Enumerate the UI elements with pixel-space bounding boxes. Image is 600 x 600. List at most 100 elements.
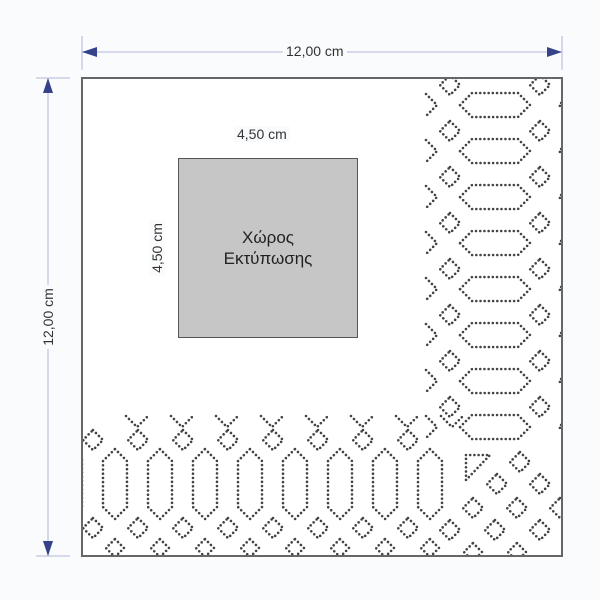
dotted-diamond	[528, 165, 552, 189]
dotted-chevron	[557, 331, 561, 339]
dotted-hexagon	[281, 447, 309, 521]
dotted-diamond	[528, 257, 552, 281]
dotted-diamond	[261, 428, 285, 452]
dotted-diamond	[462, 541, 484, 555]
dotted-hexagon	[101, 447, 129, 521]
dotted-diamond	[396, 516, 420, 540]
print-height-label: 4,50 cm	[149, 220, 165, 276]
dotted-chevron	[169, 414, 195, 429]
dotted-diamond	[528, 395, 552, 419]
dotted-chevron	[557, 101, 561, 109]
dotted-diamond	[461, 496, 485, 520]
print-area-label-line2: Εκτύπωσης	[223, 249, 313, 268]
dotted-diamond	[126, 428, 150, 452]
dotted-diamond	[438, 395, 462, 419]
dotted-chevron	[424, 322, 439, 348]
outer-height-label: 12,00 cm	[40, 285, 56, 349]
dotted-chevron	[557, 423, 561, 431]
dotted-chevron	[557, 377, 561, 385]
dotted-diamond	[438, 518, 462, 542]
dotted-diamond	[548, 496, 561, 520]
print-width-label: 4,50 cm	[234, 126, 290, 142]
dotted-diamond	[261, 516, 285, 540]
dotted-hexagon	[191, 447, 219, 521]
dotted-diamond	[438, 165, 462, 189]
dotted-diamond	[505, 496, 529, 520]
dotted-diamond	[528, 79, 552, 97]
dotted-chevron	[424, 368, 439, 394]
dotted-chevron	[557, 285, 561, 293]
dotted-hexagon	[458, 229, 532, 257]
dotted-diamond	[149, 537, 171, 555]
dotted-chevron	[424, 230, 439, 256]
dotted-hexagon	[458, 321, 532, 349]
dotted-diamond	[438, 79, 462, 97]
dotted-diamond	[528, 518, 552, 542]
dotted-diamond	[351, 516, 375, 540]
dotted-diamond	[171, 428, 195, 452]
dotted-diamond	[216, 428, 240, 452]
print-area-label-line1: Χώρος	[242, 228, 294, 247]
dotted-diamond	[104, 537, 126, 555]
dotted-diamond	[528, 349, 552, 373]
dotted-chevron	[557, 239, 561, 247]
dotted-diamond	[126, 516, 150, 540]
dotted-diamond	[438, 303, 462, 327]
dotted-hexagon	[458, 91, 532, 119]
dotted-hexagon	[326, 447, 354, 521]
dotted-hexagon	[371, 447, 399, 521]
dotted-diamond	[528, 472, 552, 496]
dotted-chevron	[394, 414, 420, 429]
dotted-diamond	[351, 428, 375, 452]
dotted-chevron	[557, 147, 561, 155]
dotted-diamond	[329, 537, 351, 555]
dotted-diamond	[194, 537, 216, 555]
dotted-diamond	[396, 428, 420, 452]
dotted-hexagon	[146, 447, 174, 521]
dotted-diamond	[528, 303, 552, 327]
dotted-diamond	[528, 211, 552, 235]
dotted-hexagon	[458, 413, 532, 441]
dotted-diamond	[216, 516, 240, 540]
dotted-hexagon	[458, 183, 532, 211]
dotted-diamond	[528, 119, 552, 143]
dotted-chevron	[439, 414, 465, 429]
dotted-hexagon	[416, 447, 444, 521]
dotted-diamond	[306, 516, 330, 540]
dotted-diamond	[438, 211, 462, 235]
dotted-diamond	[171, 516, 195, 540]
dotted-diamond	[485, 472, 509, 496]
dotted-chevron	[424, 414, 439, 440]
print-area: Χώρος Εκτύπωσης	[178, 158, 358, 338]
dotted-chevron	[424, 184, 439, 210]
outer-width-label: 12,00 cm	[283, 43, 347, 59]
dotted-chevron	[124, 414, 150, 429]
dotted-hexagon	[236, 447, 264, 521]
dotted-chevron	[424, 138, 439, 164]
dotted-hexagon	[458, 275, 532, 303]
dotted-diamond	[438, 119, 462, 143]
dotted-diamond	[419, 537, 441, 555]
dotted-diamond	[508, 450, 532, 474]
dotted-chevron	[557, 193, 561, 201]
dotted-chevron	[349, 414, 375, 429]
dotted-pattern	[83, 79, 561, 555]
dotted-diamond	[306, 428, 330, 452]
dotted-diamond	[438, 257, 462, 281]
dotted-diamond	[83, 516, 105, 540]
dotted-diamond	[483, 518, 507, 542]
dotted-chevron	[259, 414, 285, 429]
dotted-chevron	[424, 92, 439, 118]
dotted-diamond	[438, 349, 462, 373]
dotted-chevron	[304, 414, 330, 429]
dotted-diamond	[284, 537, 306, 555]
dotted-chevron	[214, 414, 240, 429]
dotted-triangle	[464, 453, 494, 484]
dotted-hexagon	[458, 367, 532, 395]
dotted-diamond	[374, 537, 396, 555]
dotted-hexagon	[458, 137, 532, 165]
dotted-diamond	[83, 428, 105, 452]
dotted-diamond	[506, 541, 528, 555]
dotted-diamond	[239, 537, 261, 555]
dotted-chevron	[424, 276, 439, 302]
